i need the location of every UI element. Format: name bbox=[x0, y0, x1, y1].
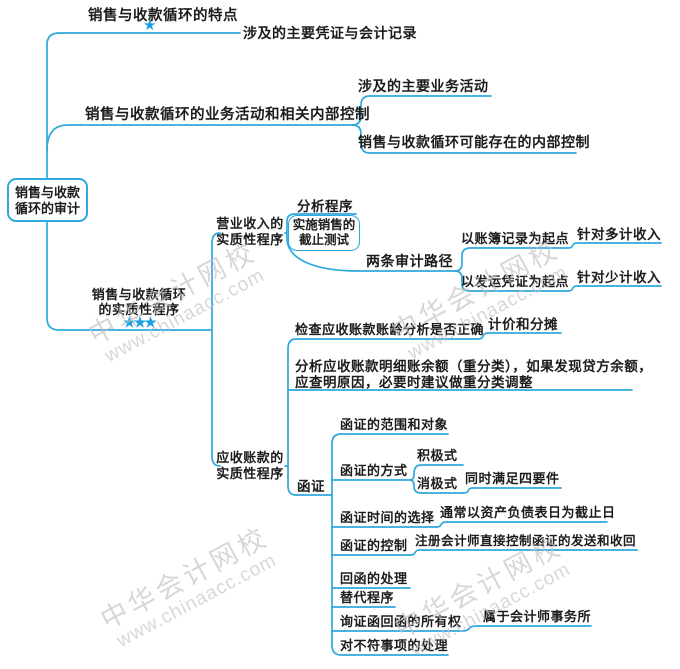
branch3-bracket-down bbox=[211, 329, 221, 467]
node-check-aging-analysis: 检查应收账款账龄分析是否正确 bbox=[295, 322, 485, 337]
root-node: 销售与收款 循环的审计 bbox=[7, 178, 88, 222]
paths-child1-line bbox=[454, 247, 569, 272]
negative-note-line bbox=[462, 487, 562, 494]
node-discrepancy-handling: 对不符事项的处理 bbox=[340, 638, 449, 653]
node-sales-cutoff-test: 实施销售的 截止测试 bbox=[288, 215, 360, 251]
confirmation-stub bbox=[287, 465, 331, 496]
node-timing-balance-sheet-date: 通常以资产负债表日为截止日 bbox=[440, 505, 616, 520]
branch2-line bbox=[46, 124, 353, 151]
node-confirmation-timing: 函证时间的选择 bbox=[340, 510, 435, 525]
aging-assertion-line bbox=[477, 332, 562, 340]
ledger-target-line bbox=[567, 242, 662, 249]
node-possible-internal-controls: 销售与收款循环可能存在的内部控制 bbox=[358, 136, 590, 151]
root-label-line2: 循环的审计 bbox=[14, 201, 80, 216]
control-note-line bbox=[409, 549, 638, 556]
cutoff-label-line2: 截止测试 bbox=[298, 233, 349, 247]
branch3-bracket-up bbox=[211, 232, 221, 331]
node-reclassify-analysis: 分析应收账款明细账余额（重分类），如果发现贷方余额， 应查明原因，必要时建议做重… bbox=[295, 359, 652, 390]
node-alternative-procedures: 替代程序 bbox=[340, 590, 395, 605]
root-label-line1: 销售与收款 bbox=[14, 185, 80, 200]
trunk-branch1-line bbox=[46, 32, 241, 180]
cutoff-label-line1: 实施销售的 bbox=[292, 218, 356, 232]
node-analytical-procedures: 分析程序 bbox=[297, 199, 353, 214]
node-negative-confirmation: 消极式 bbox=[417, 476, 458, 491]
node-reply-ownership: 询证函回函的所有权 bbox=[340, 614, 462, 629]
timing-note-line bbox=[435, 521, 608, 528]
branch2-child1-line bbox=[351, 95, 492, 126]
node-confirmation-method: 函证的方式 bbox=[340, 463, 408, 478]
node-belongs-to-firm: 属于会计师事务所 bbox=[483, 609, 592, 624]
branch2-child2-line bbox=[351, 124, 577, 154]
node-reply-handling: 回函的处理 bbox=[340, 571, 408, 586]
star-icon: ★ bbox=[143, 18, 157, 34]
method-positive-line bbox=[409, 464, 464, 481]
reclassify-line2: 应查明原因，必要时建议做重分类调整 bbox=[295, 374, 533, 390]
node-path-shipping-start: 以发运凭证为起点 bbox=[461, 274, 570, 289]
paths-child2-line bbox=[454, 270, 569, 292]
revenue-children-up bbox=[284, 213, 357, 239]
node-main-business-activities: 涉及的主要业务活动 bbox=[358, 80, 489, 95]
node-confirmation-control: 函证的控制 bbox=[340, 538, 408, 553]
revenue-label-line2: 实质性程序 bbox=[216, 231, 284, 247]
ownership-note-line bbox=[461, 625, 592, 632]
node-confirmation: 函证 bbox=[297, 479, 325, 494]
node-revenue-substantive: 营业收入的 实质性程序 bbox=[216, 216, 284, 247]
revenue-label-line1: 营业收入的 bbox=[216, 216, 284, 231]
substantive-label-line1: 销售与收款循环 bbox=[91, 287, 187, 302]
node-positive-confirmation: 积极式 bbox=[417, 448, 458, 463]
node-two-audit-paths: 两条审计路径 bbox=[366, 255, 453, 270]
node-receivable-substantive: 应收账款的 实质性程序 bbox=[216, 450, 284, 481]
node-negative-four-conditions: 同时满足四要件 bbox=[465, 471, 560, 486]
node-target-overstated-revenue: 针对多计收入 bbox=[577, 227, 661, 242]
node-path-ledger-start: 以账簿记录为起点 bbox=[461, 231, 570, 246]
node-cycle-features: 销售与收款循环的特点 bbox=[88, 8, 238, 24]
substantive-label-line2: 的实质性程序 bbox=[98, 302, 180, 317]
receivable-label-line2: 实质性程序 bbox=[216, 465, 284, 481]
node-valuation-allocation: 计价和分摊 bbox=[488, 317, 558, 332]
receivable-label-line1: 应收账款的 bbox=[216, 450, 284, 465]
confirmation-bracket bbox=[329, 433, 449, 656]
node-confirmation-scope: 函证的范围和对象 bbox=[340, 417, 449, 432]
node-cpa-controls-sending: 注册会计师直接控制函证的发送和收回 bbox=[415, 534, 637, 548]
method-negative-line bbox=[409, 479, 464, 494]
reclassify-line1: 分析应收账款明细账余额（重分类），如果发现贷方余额， bbox=[295, 359, 653, 374]
node-main-vouchers-records: 涉及的主要凭证与会计记录 bbox=[243, 27, 417, 42]
node-target-understated-revenue: 针对少计收入 bbox=[577, 270, 661, 285]
trunk-branch3-line bbox=[46, 221, 213, 331]
node-business-activities-and-controls: 销售与收款循环的业务活动和相关内部控制 bbox=[85, 107, 370, 123]
three-star-icon: ★★★ bbox=[123, 316, 157, 331]
shipping-target-line bbox=[567, 285, 662, 292]
node-substantive-procedures: 销售与收款循环 的实质性程序 ★★★ bbox=[86, 287, 192, 331]
